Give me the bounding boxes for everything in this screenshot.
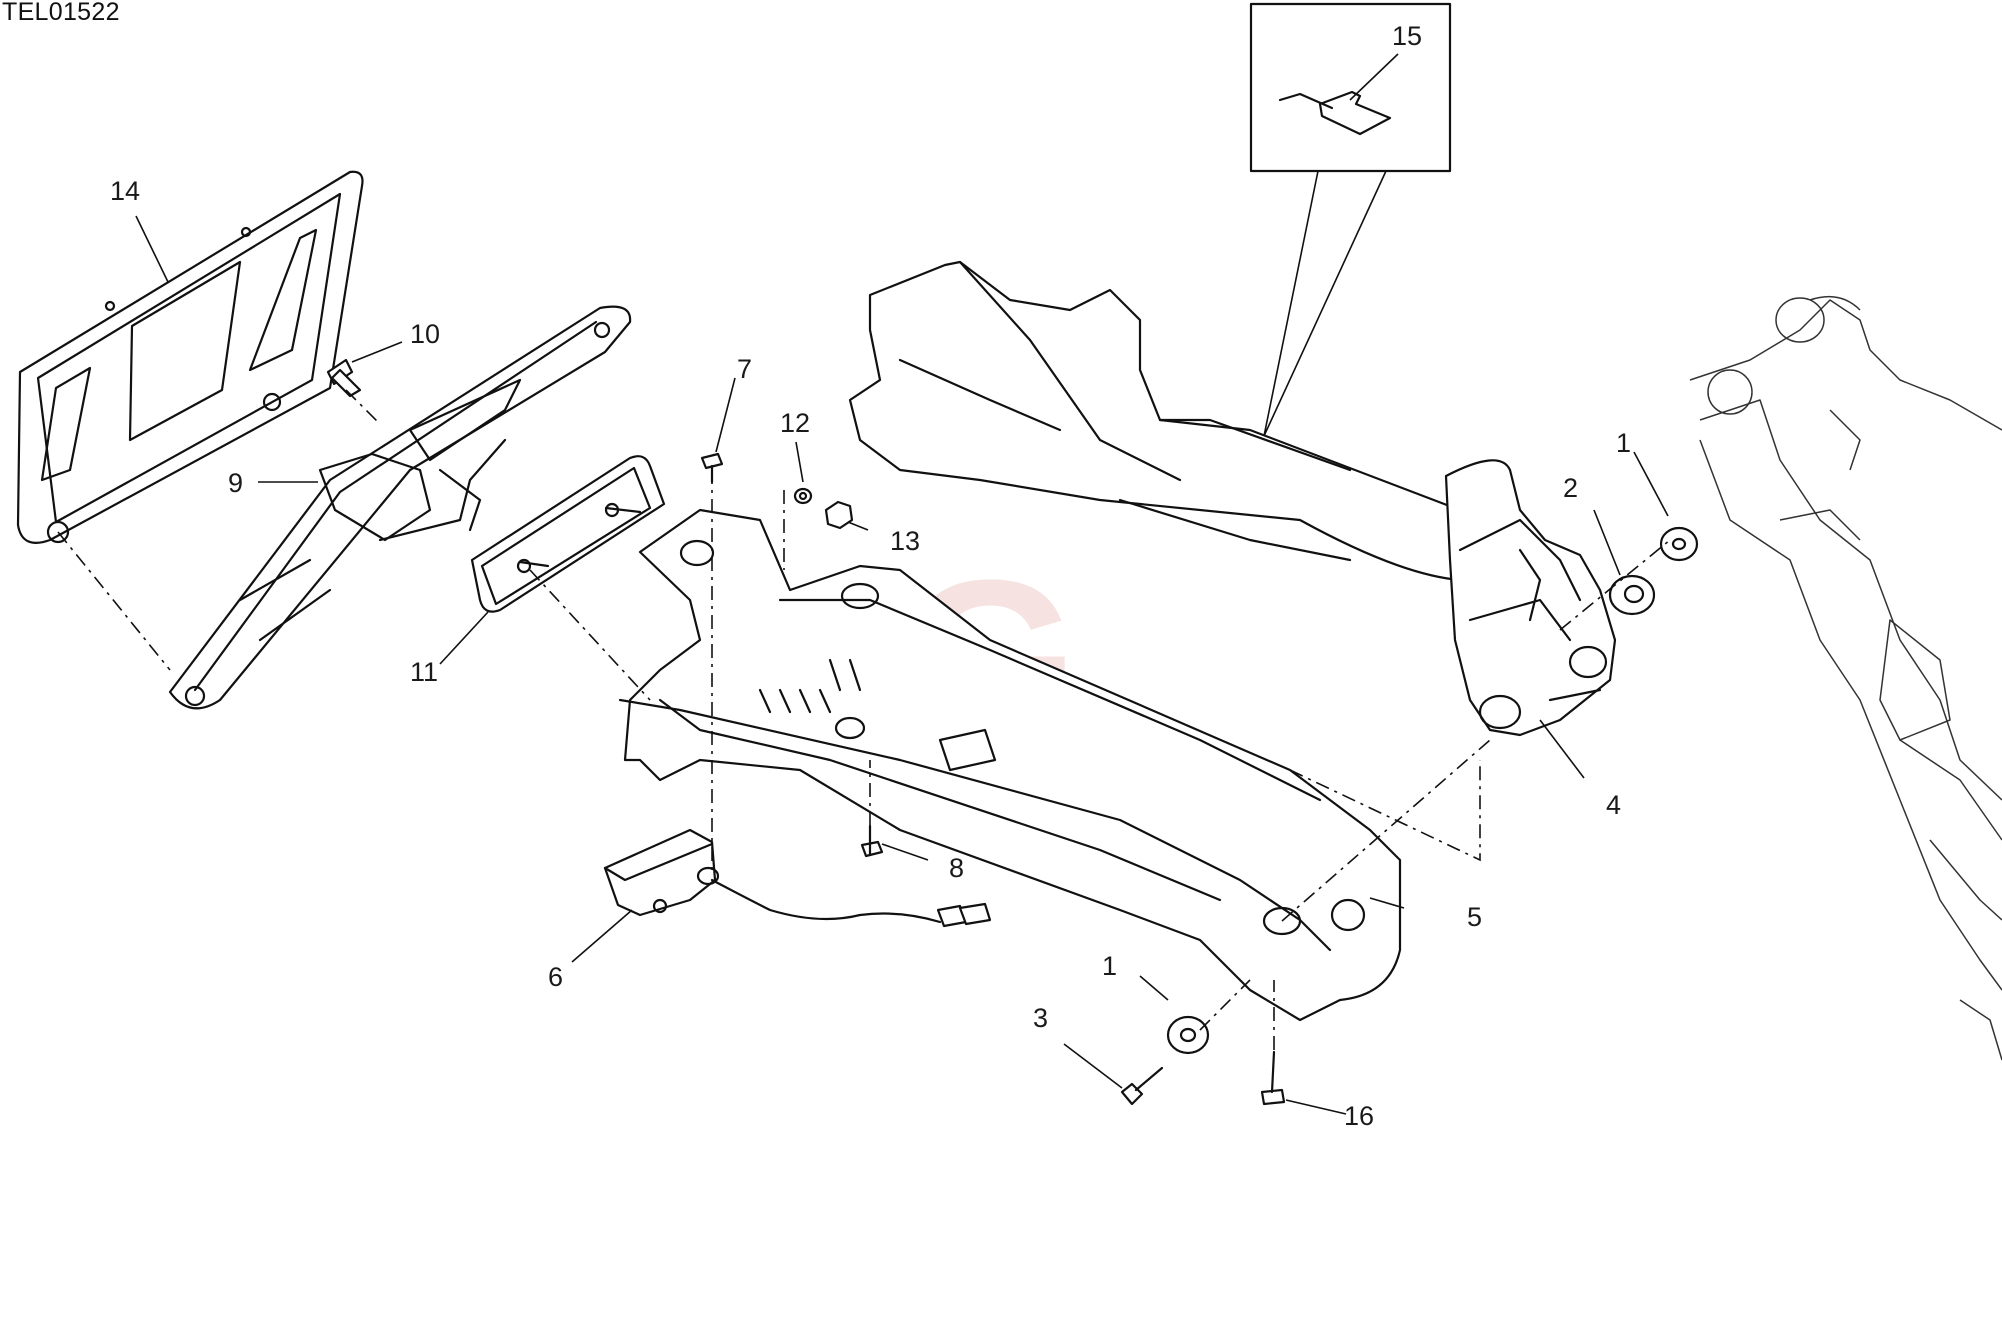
- inset-detail-box: [1249, 2, 1452, 437]
- part-13-nut: [824, 500, 854, 530]
- part-2-grommet: [1608, 574, 1656, 616]
- callout-8: 8: [949, 853, 964, 883]
- callout-7: 7: [737, 354, 752, 384]
- callout-13: 13: [890, 526, 920, 556]
- part-7-screw: [700, 452, 724, 484]
- part-rear-frame: [1689, 295, 2002, 1061]
- callout-6: 6: [548, 962, 563, 992]
- callout-12: 12: [780, 408, 810, 438]
- diagram-reference-code: TEL01522: [2, 0, 120, 26]
- part-1-washer-bottom: [1166, 1015, 1210, 1055]
- callout-labels: 1 2 3 4 5 6 7 8 9 10 11 12 13 14 15 16 1: [110, 21, 1631, 1131]
- callout-3: 3: [1033, 1003, 1048, 1033]
- callout-16: 16: [1344, 1101, 1374, 1131]
- part-8-screw: [860, 824, 884, 858]
- part-1-washer-top: [1659, 526, 1699, 562]
- leader-lines: [135, 53, 1669, 1115]
- callout-11: 11: [410, 657, 438, 687]
- part-9-plate-bracket: [168, 305, 632, 710]
- part-11-reflector: [470, 455, 666, 613]
- callout-1-lower: 1: [1102, 951, 1117, 981]
- part-tail-frame: [848, 260, 1617, 737]
- part-6-sensor-cable: [603, 828, 992, 928]
- callout-14: 14: [110, 176, 140, 206]
- part-10-screw: [326, 358, 362, 398]
- callout-10: 10: [410, 319, 440, 349]
- callout-1: 1: [1616, 428, 1631, 458]
- callout-9: 9: [228, 468, 243, 498]
- part-16-screw: [1260, 1050, 1286, 1106]
- part-14-plate-frame: [16, 170, 364, 544]
- part-12-washer: [793, 487, 813, 505]
- callout-4: 4: [1606, 790, 1621, 820]
- assembly-lines: [57, 389, 1671, 1050]
- part-3-screw: [1120, 1066, 1164, 1106]
- callout-5: 5: [1467, 902, 1482, 932]
- part-5-main-bracket: [618, 508, 1402, 1022]
- callout-2: 2: [1563, 473, 1578, 503]
- callout-15: 15: [1392, 21, 1422, 51]
